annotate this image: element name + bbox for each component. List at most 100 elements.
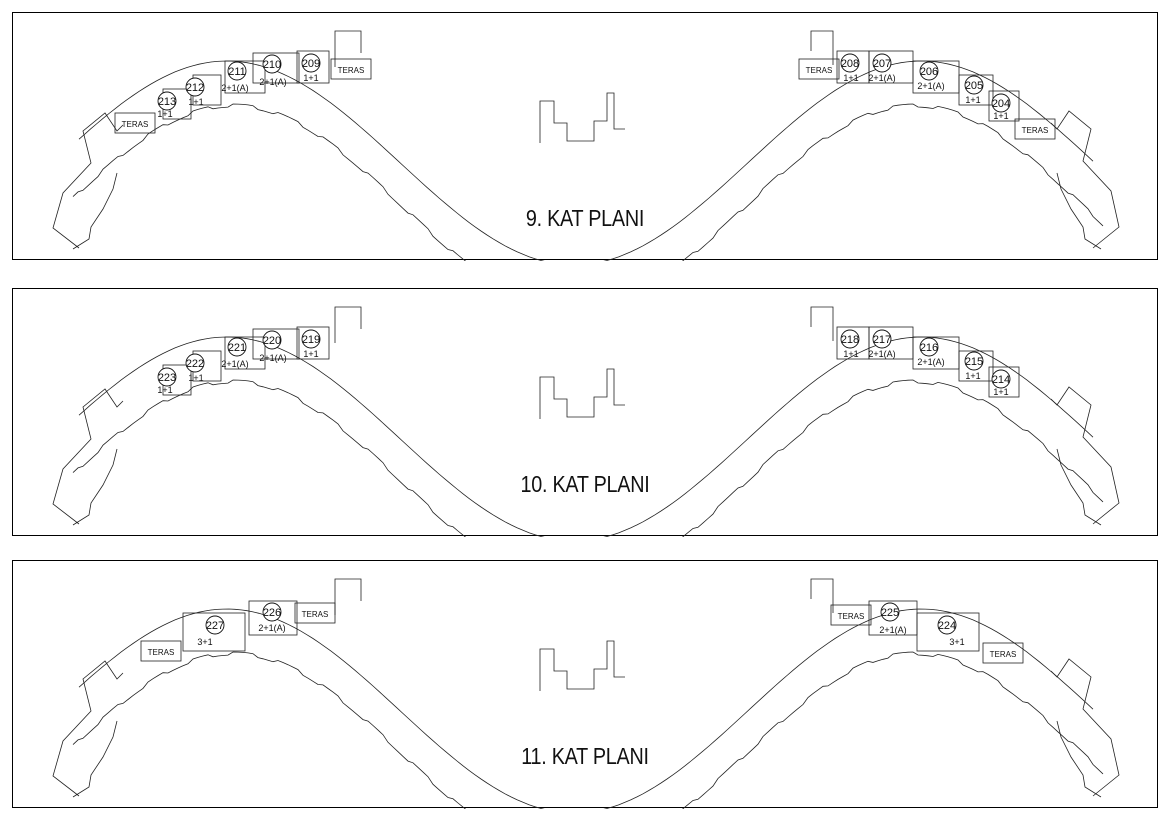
unit-number-circle xyxy=(227,337,247,357)
terrace-label: TERAS xyxy=(122,120,149,129)
unit-type-label: 2+1(A) xyxy=(917,357,944,367)
unit-type-label: 1+1 xyxy=(188,97,203,107)
unit-number-circle xyxy=(872,53,892,73)
terrace-label: TERAS xyxy=(838,612,865,621)
unit-number-circle xyxy=(937,615,957,635)
unit-216[interactable]: 216 2+1(A) xyxy=(912,336,960,370)
unit-number: 212 xyxy=(186,82,204,94)
unit-type-label: 1+1 xyxy=(303,349,318,359)
unit-type-label: 2+1(A) xyxy=(879,625,906,635)
terrace-area: TERAS xyxy=(982,642,1024,664)
floor-plan-11-title: 11. KAT PLANI xyxy=(521,743,649,769)
unit-number-circle xyxy=(991,369,1011,389)
unit-type-label: 2+1(A) xyxy=(221,83,248,93)
unit-type-label: 1+1 xyxy=(843,349,858,359)
unit-226[interactable]: 226 2+1(A) xyxy=(248,600,298,636)
unit-number: 219 xyxy=(302,334,320,346)
floor-plan-9-title: 9. KAT PLANI xyxy=(525,205,645,231)
unit-number: 223 xyxy=(158,372,176,384)
unit-number-circle xyxy=(880,602,900,622)
terrace-labels: TERAS TERAS TERAS TERAS xyxy=(140,602,1024,664)
floor-plan-11-drawing: 2273+12262+1(A)2252+1(A)2243+1TERASTERAS… xyxy=(52,578,1120,809)
floor-plan-9-drawing: 2131+12121+12112+1(A)2102+1(A)2091+12081… xyxy=(52,30,1120,261)
unit-206[interactable]: 206 2+1(A) xyxy=(912,60,960,94)
unit-number: 225 xyxy=(881,607,899,619)
unit-number-circle xyxy=(157,367,177,387)
unit-type-label: 1+1 xyxy=(157,385,172,395)
unit-type-label: 1+1 xyxy=(965,95,980,105)
unit-number-circle xyxy=(185,77,205,97)
unit-number-circle xyxy=(157,91,177,111)
unit-224[interactable]: 224 3+1 xyxy=(916,612,980,652)
unit-225[interactable]: 225 2+1(A) xyxy=(868,600,918,636)
unit-number-circle xyxy=(919,337,939,357)
unit-type-label: 3+1 xyxy=(949,637,964,647)
unit-number-circle xyxy=(185,353,205,373)
unit-type-label: 1+1 xyxy=(993,387,1008,397)
unit-type-label: 2+1(A) xyxy=(259,353,286,363)
unit-number: 218 xyxy=(841,334,859,346)
unit-number: 211 xyxy=(228,66,246,78)
unit-number-circle xyxy=(840,53,860,73)
unit-number: 207 xyxy=(873,58,891,70)
unit-boxes: 2231+12221+12212+1(A)2202+1(A)2191+12181… xyxy=(157,326,1020,398)
unit-number: 204 xyxy=(992,98,1010,110)
unit-type-label: 1+1 xyxy=(993,111,1008,121)
unit-number: 213 xyxy=(158,96,176,108)
unit-type-label: 2+1(A) xyxy=(917,81,944,91)
floor-plan-10-title: 10. KAT PLANI xyxy=(520,471,650,497)
unit-number: 224 xyxy=(938,620,956,632)
unit-number: 216 xyxy=(920,342,938,354)
terrace-label: TERAS xyxy=(990,650,1017,659)
unit-211[interactable]: 211 2+1(A) xyxy=(221,60,266,94)
unit-number-circle xyxy=(964,75,984,95)
unit-number-circle xyxy=(964,351,984,371)
unit-type-label: 1+1 xyxy=(843,73,858,83)
unit-type-label: 2+1(A) xyxy=(221,359,248,369)
building-outline xyxy=(52,578,1120,809)
unit-217[interactable]: 217 2+1(A) xyxy=(868,326,914,360)
terrace-area: TERAS xyxy=(1014,118,1056,140)
unit-number: 222 xyxy=(186,358,204,370)
unit-number: 209 xyxy=(302,58,320,70)
unit-number: 217 xyxy=(873,334,891,346)
unit-number-circle xyxy=(262,330,282,350)
unit-number-circle xyxy=(205,615,225,635)
unit-type-label: 1+1 xyxy=(157,109,172,119)
unit-number-circle xyxy=(262,54,282,74)
unit-207[interactable]: 207 2+1(A) xyxy=(868,50,914,84)
terrace-label: TERAS xyxy=(148,648,175,657)
unit-number-circle xyxy=(919,61,939,81)
unit-number: 206 xyxy=(920,66,938,78)
unit-type-label: 2+1(A) xyxy=(258,623,285,633)
terrace-area: TERAS xyxy=(294,602,336,624)
terrace-area: TERAS xyxy=(798,58,840,80)
unit-number-circle xyxy=(991,93,1011,113)
terrace-area: TERAS xyxy=(330,58,372,80)
unit-number-circle xyxy=(301,53,321,73)
unit-type-label: 2+1(A) xyxy=(868,73,895,83)
terrace-area: TERAS xyxy=(140,640,182,662)
terrace-area: TERAS xyxy=(830,604,872,626)
unit-number: 226 xyxy=(263,607,281,619)
unit-type-label: 2+1(A) xyxy=(868,349,895,359)
unit-number: 210 xyxy=(263,59,281,71)
